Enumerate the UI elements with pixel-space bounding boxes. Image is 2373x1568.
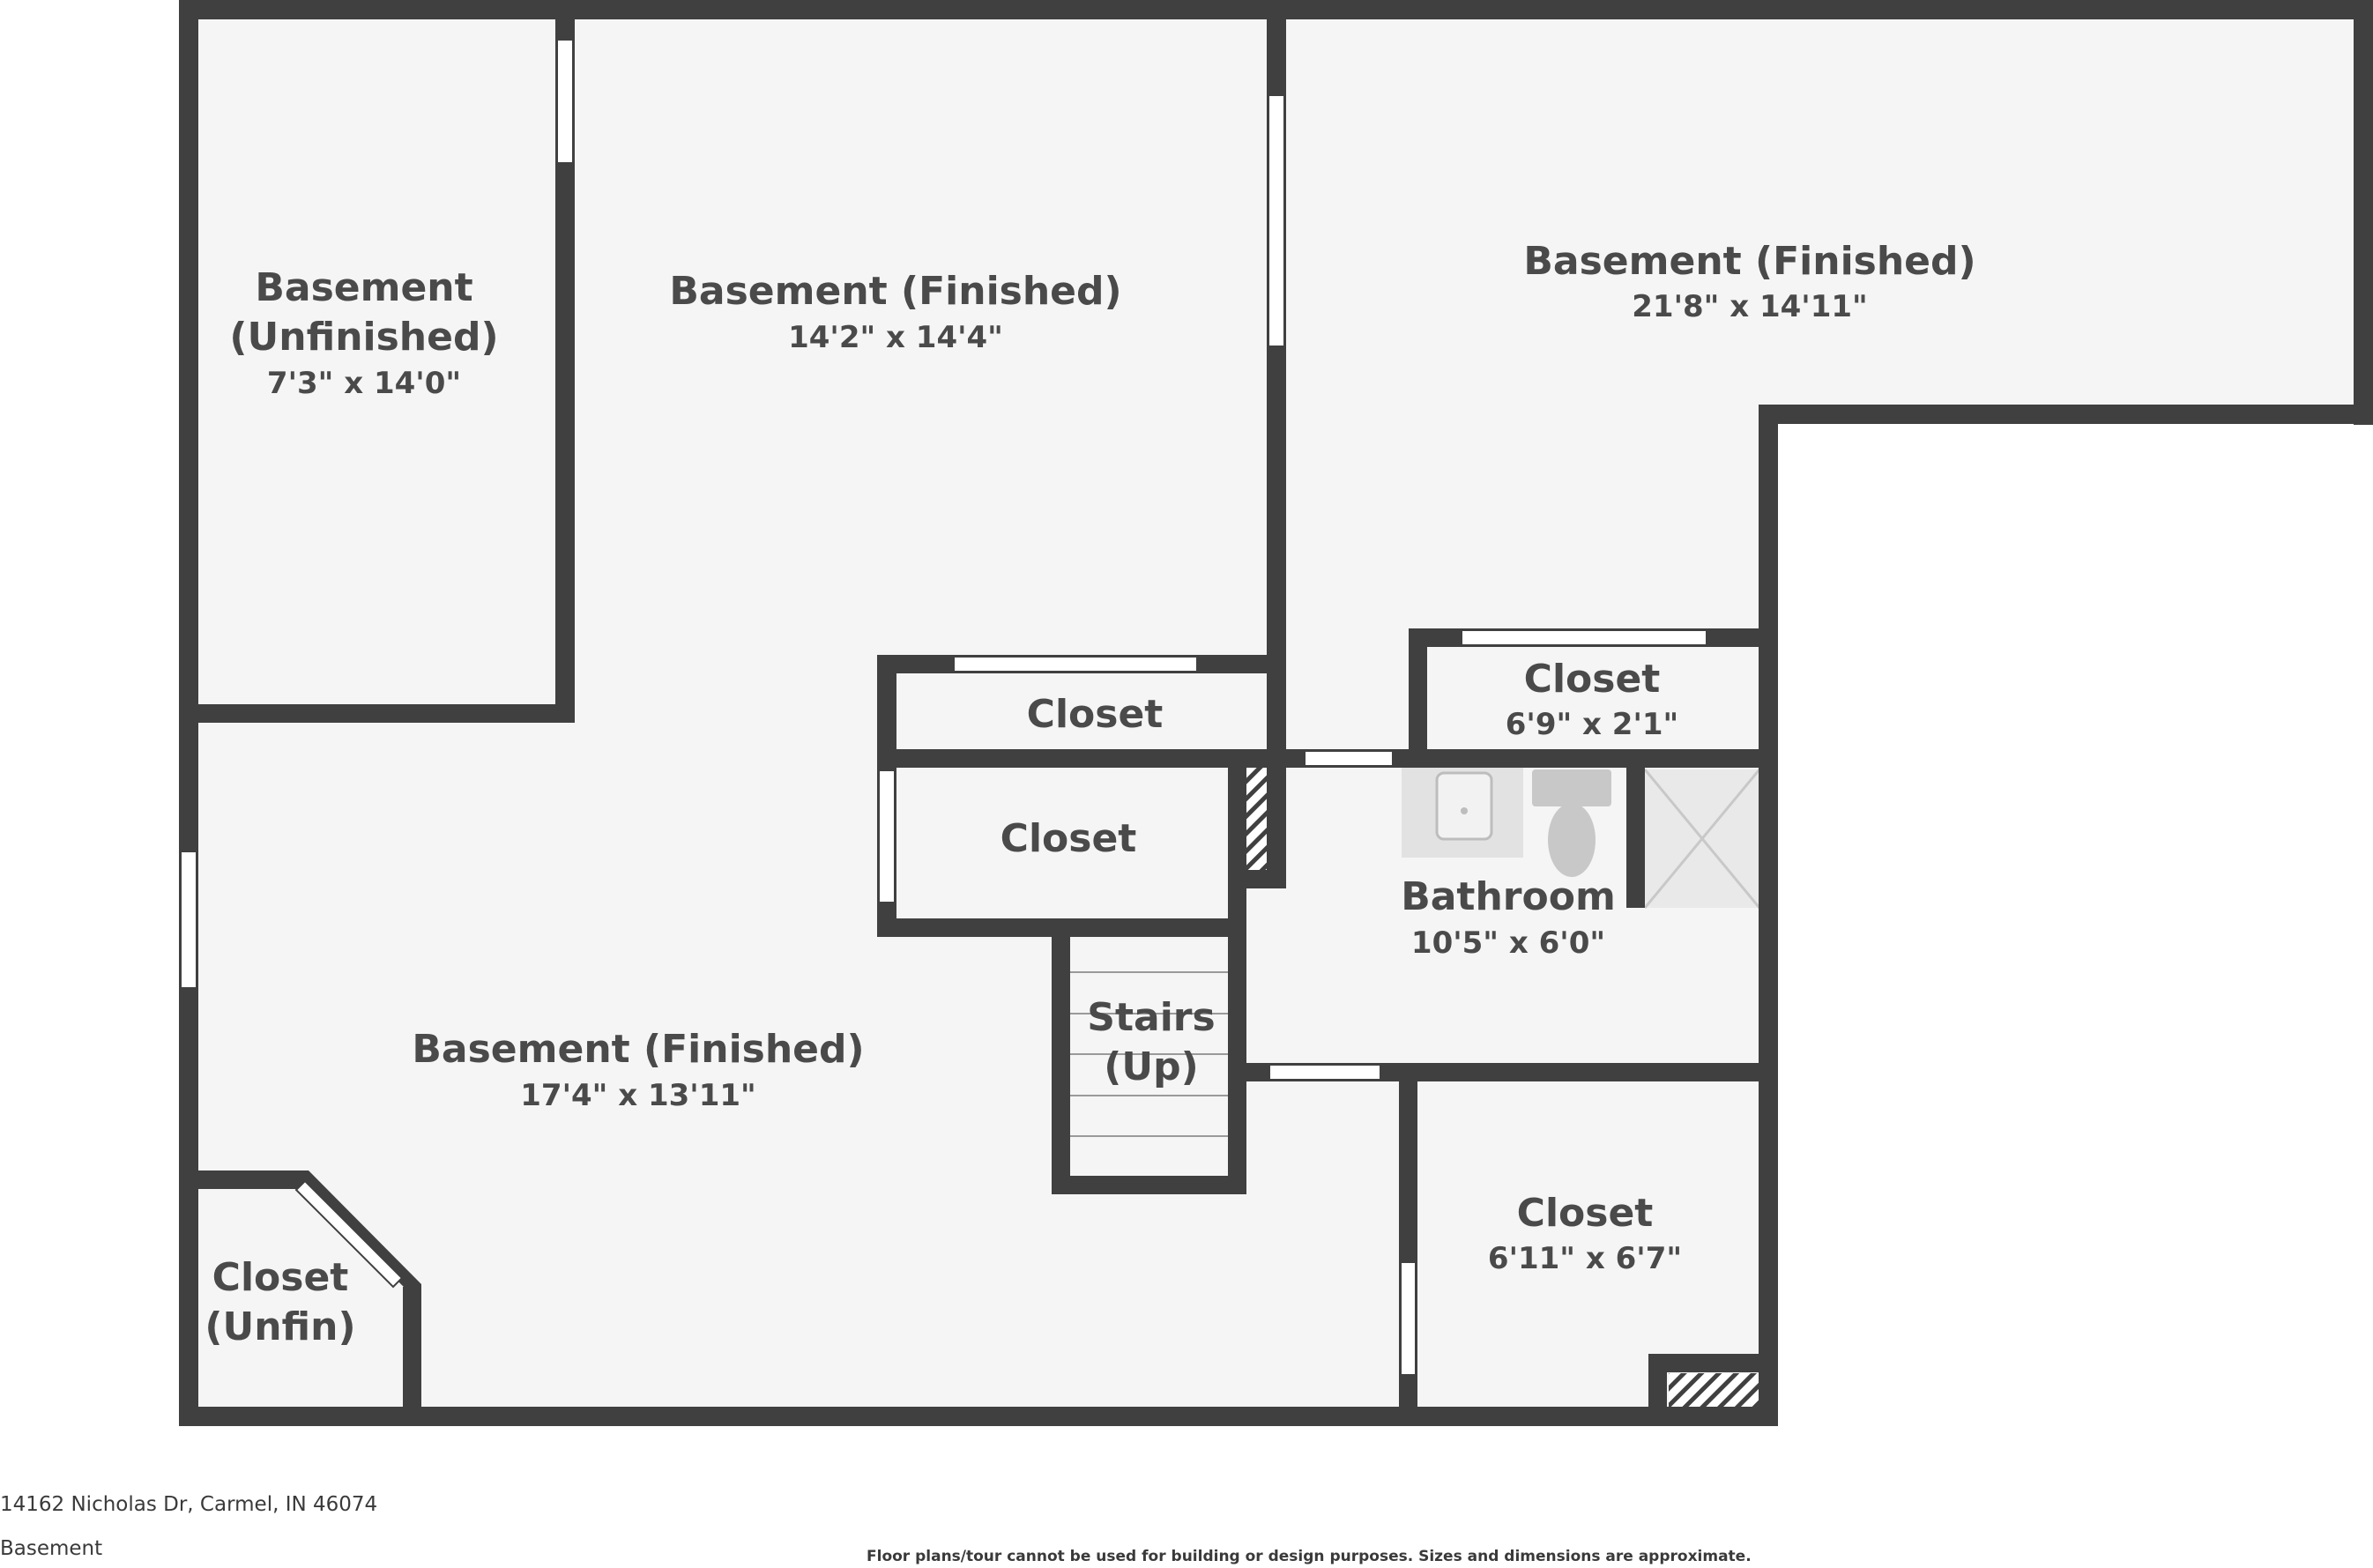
svg-text:10'5" x 6'0": 10'5" x 6'0" (1411, 925, 1605, 961)
svg-text:Closet: Closet (1027, 692, 1164, 737)
chase-hatch-center (1246, 768, 1269, 872)
closet-middle-label: Closet (1001, 816, 1137, 861)
disclaimer-text: Floor plans/tour cannot be used for buil… (867, 1548, 1752, 1565)
svg-text:21'8" x 14'11": 21'8" x 14'11" (1632, 289, 1867, 324)
windows (180, 39, 1707, 1376)
closet-upper-right-label: Closet 6'9" x 2'1" (1506, 657, 1678, 742)
svg-text:Basement (Finished): Basement (Finished) (412, 1027, 864, 1072)
closet-upper-middle-label: Closet (1027, 692, 1164, 737)
room-unfinished-label: Basement (Unfinished) 7'3" x 14'0" (229, 265, 498, 401)
svg-text:Closet: Closet (1517, 1191, 1654, 1236)
toilet-icon (1532, 769, 1611, 877)
sink-icon (1402, 768, 1523, 858)
svg-text:14'2" x 14'4": 14'2" x 14'4" (788, 320, 1003, 355)
svg-text:Closet: Closet (212, 1255, 349, 1300)
svg-text:6'11" x 6'7": 6'11" x 6'7" (1488, 1241, 1682, 1276)
svg-text:Basement (Finished): Basement (Finished) (669, 269, 1121, 314)
svg-text:7'3" x 14'0": 7'3" x 14'0" (267, 366, 461, 401)
chase-hatch-lower-right (1669, 1373, 1764, 1408)
closet-unfinished-label: Closet (Unfin) (205, 1255, 355, 1349)
svg-text:Basement (Finished): Basement (Finished) (1523, 239, 1975, 284)
svg-text:Closet: Closet (1524, 657, 1661, 702)
svg-text:6'9" x 2'1": 6'9" x 2'1" (1506, 707, 1678, 742)
svg-text:(Unfin): (Unfin) (205, 1304, 355, 1349)
property-address: 14162 Nicholas Dr, Carmel, IN 46074 (0, 1493, 378, 1516)
room-finished-center-label: Basement (Finished) 14'2" x 14'4" (669, 269, 1121, 355)
bathroom-label: Bathroom 10'5" x 6'0" (1401, 874, 1616, 961)
svg-text:Basement: Basement (255, 265, 472, 310)
svg-text:(Unfinished): (Unfinished) (229, 315, 498, 360)
svg-text:17'4" x 13'11": 17'4" x 13'11" (520, 1078, 755, 1113)
svg-text:(Up): (Up) (1104, 1044, 1198, 1089)
closet-unfin-door (294, 1179, 404, 1289)
stairs-label: Stairs (Up) (1087, 995, 1215, 1089)
svg-text:Stairs: Stairs (1087, 995, 1215, 1040)
shower (1643, 769, 1761, 909)
svg-text:Closet: Closet (1001, 816, 1137, 861)
room-finished-lower-label: Basement (Finished) 17'4" x 13'11" (412, 1027, 864, 1113)
closet-lower-right-label: Closet 6'11" x 6'7" (1488, 1191, 1682, 1276)
svg-text:Bathroom: Bathroom (1401, 874, 1616, 919)
room-finished-right-label: Basement (Finished) 21'8" x 14'11" (1523, 239, 1975, 324)
floor-level-label: Basement (0, 1537, 103, 1560)
